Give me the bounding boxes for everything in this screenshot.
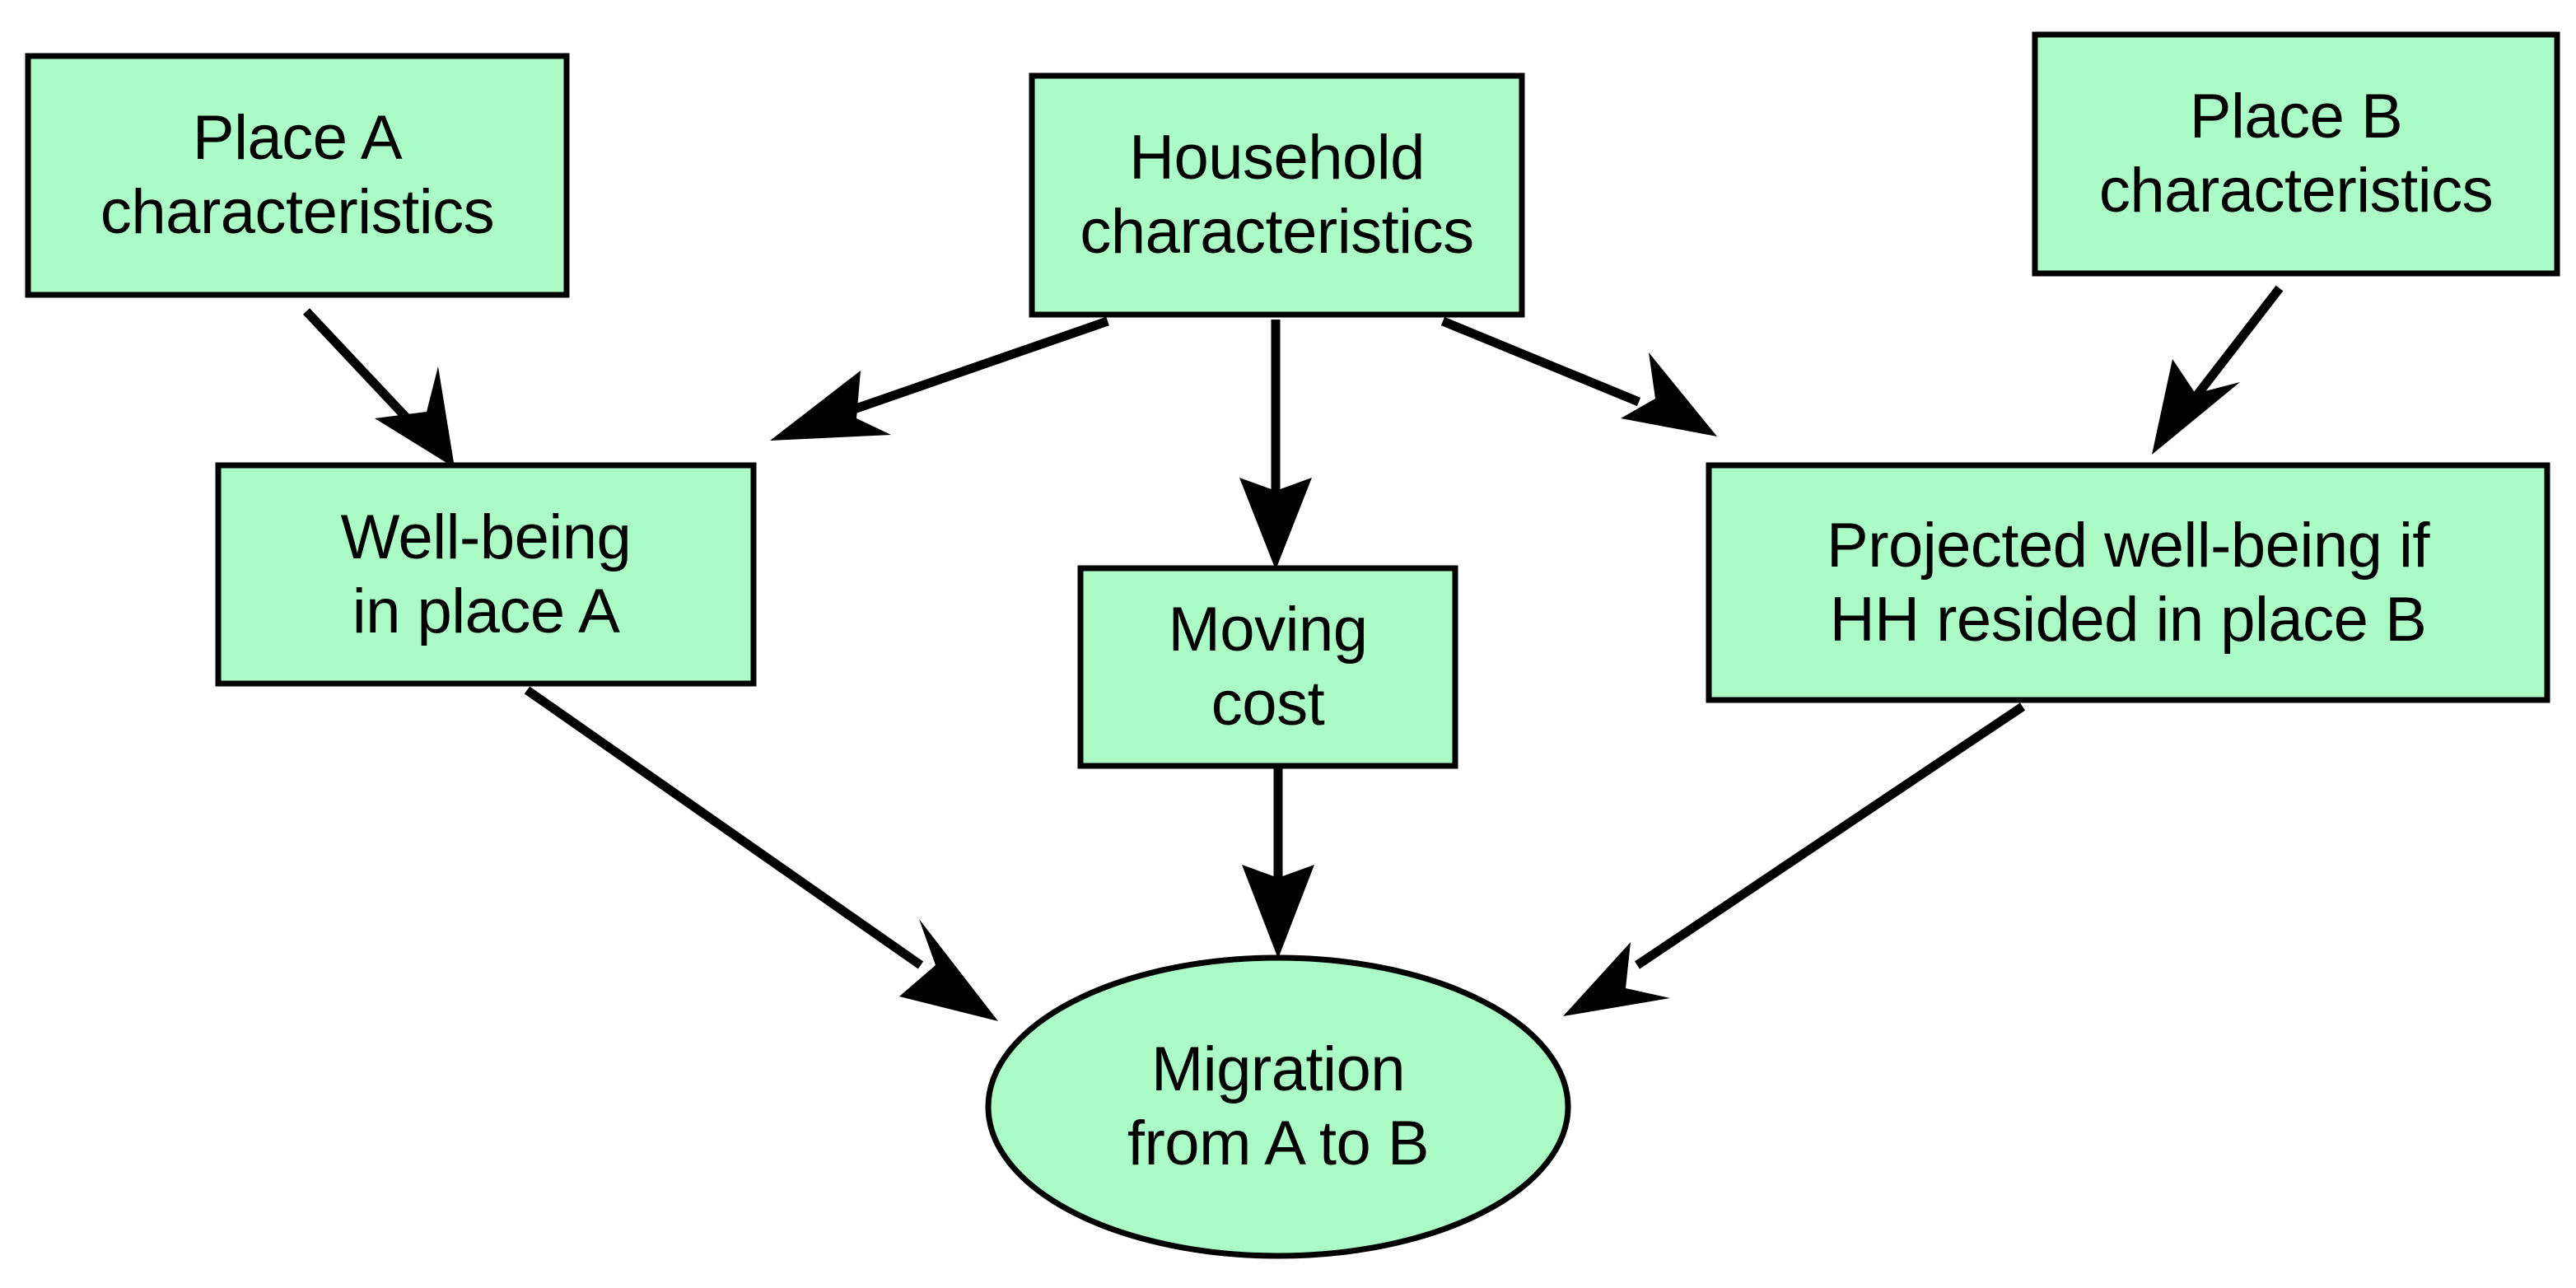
edge-household-to-wellbeing-a [770, 316, 1109, 441]
edge-household-to-moving-cost [1239, 320, 1312, 570]
edge-projected-to-migration [1563, 702, 2026, 1016]
edge-place-a-to-wellbeing-a [302, 308, 455, 468]
node-moving-cost[interactable] [1077, 565, 1458, 769]
edge-place-b-to-projected [2152, 285, 2284, 455]
node-projected-well-being[interactable] [1706, 462, 2550, 703]
node-household-characteristics[interactable] [1029, 72, 1525, 318]
node-migration-from-a-to-b[interactable] [985, 954, 1571, 1259]
node-place-b-characteristics[interactable] [2032, 31, 2560, 277]
node-place-a-characteristics[interactable] [25, 53, 570, 298]
node-well-being-in-place-a[interactable] [215, 462, 757, 687]
edge-household-to-projected [1440, 316, 1717, 436]
edge-moving-cost-to-migration [1242, 768, 1314, 959]
edge-wellbeing-a-to-migration [524, 686, 998, 1021]
